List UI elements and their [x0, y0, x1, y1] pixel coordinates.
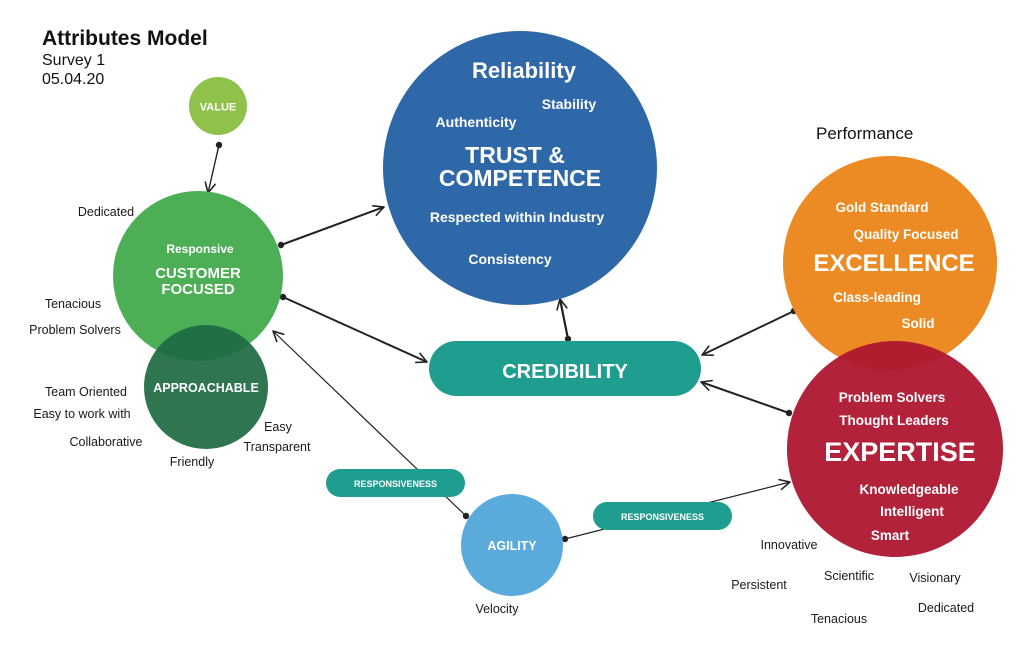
credibility-node: CREDIBILITY — [429, 341, 701, 396]
connector-excellence-to-credibility — [701, 310, 795, 356]
responsiveness-right-bg — [593, 502, 732, 530]
label-persistent: Persistent — [731, 578, 787, 592]
agility-node: AGILITY — [461, 494, 563, 596]
excellence-attr-quality: Quality Focused — [853, 227, 958, 242]
label-team-oriented: Team Oriented — [45, 385, 127, 399]
connector-customer-to-trust — [280, 204, 385, 246]
expertise-attr-smart: Smart — [871, 528, 910, 543]
customer-focused-label-line2: FOCUSED — [161, 281, 235, 298]
approachable-circle — [144, 325, 268, 449]
connector-value-to-customer — [204, 144, 220, 194]
trust-attr-consistency: Consistency — [468, 251, 551, 267]
excellence-attr-classleading: Class-leading — [833, 290, 921, 305]
expertise-node: Problem Solvers Thought Leaders EXPERTIS… — [787, 341, 1003, 557]
connector-customer-to-credibility — [282, 296, 428, 364]
connector-dot — [279, 293, 287, 301]
credibility-pill — [429, 341, 701, 396]
label-easy-to-work: Easy to work with — [33, 407, 130, 421]
trust-competence-label-line1: TRUST & — [465, 142, 565, 168]
customer-focused-circle — [113, 191, 283, 361]
diagram-date: 05.04.20 — [42, 71, 105, 88]
agility-circle — [461, 494, 563, 596]
trust-attr-respected: Respected within Industry — [430, 209, 604, 225]
label-friendly: Friendly — [170, 455, 215, 469]
responsiveness-left-label: RESPONSIVENESS — [354, 479, 437, 489]
label-easy: Easy — [264, 420, 293, 434]
label-tenacious-left: Tenacious — [45, 297, 101, 311]
connector-dot — [215, 141, 223, 149]
label-tenacious-right: Tenacious — [811, 612, 867, 626]
label-dedicated-right: Dedicated — [918, 601, 974, 615]
diagram-survey: Survey 1 — [42, 52, 106, 69]
responsiveness-right-label: RESPONSIVENESS — [621, 512, 704, 522]
connector-dot — [561, 535, 569, 543]
value-node: VALUE — [189, 77, 247, 135]
approachable-label: APPROACHABLE — [153, 381, 259, 395]
trust-attr-stability: Stability — [542, 96, 597, 112]
label-problem-solvers-left: Problem Solvers — [29, 323, 121, 337]
label-velocity: Velocity — [475, 602, 519, 616]
trust-attr-reliability: Reliability — [472, 58, 577, 83]
diagram-title: Attributes Model — [42, 27, 208, 50]
connector-expertise-to-credibility — [700, 379, 790, 414]
responsiveness-pill-left: RESPONSIVENESS — [326, 469, 465, 497]
expertise-attr-intelligent: Intelligent — [880, 504, 944, 519]
customer-focused-label-line1: CUSTOMER — [155, 265, 241, 282]
trust-attr-authenticity: Authenticity — [436, 114, 517, 130]
responsiveness-pill-right: RESPONSIVENESS — [593, 502, 732, 530]
connector-dot — [462, 512, 470, 520]
connector-dot — [785, 409, 793, 417]
excellence-label: EXCELLENCE — [813, 250, 974, 277]
label-transparent: Transparent — [244, 440, 311, 454]
trust-competence-circle — [383, 31, 657, 305]
value-circle — [189, 77, 247, 135]
approachable-node: APPROACHABLE — [144, 325, 268, 449]
label-visionary: Visionary — [909, 571, 961, 585]
expertise-label: EXPERTISE — [824, 437, 976, 467]
value-label: VALUE — [200, 102, 236, 114]
responsiveness-left-bg — [326, 469, 465, 497]
excellence-node: Gold Standard Quality Focused EXCELLENCE… — [783, 156, 997, 370]
credibility-label: CREDIBILITY — [502, 361, 628, 383]
performance-label: Performance — [816, 124, 914, 143]
excellence-attr-solid: Solid — [902, 316, 935, 331]
trust-competence-node: Reliability Stability Authenticity TRUST… — [383, 31, 657, 305]
expertise-attr-thought: Thought Leaders — [839, 413, 949, 428]
connector-credibility-to-trust — [556, 298, 570, 340]
connector-dot — [277, 241, 285, 249]
label-dedicated-left: Dedicated — [78, 205, 134, 219]
expertise-attr-knowledgeable: Knowledgeable — [859, 482, 959, 497]
expertise-attr-problem: Problem Solvers — [839, 390, 946, 405]
excellence-attr-gold: Gold Standard — [835, 200, 928, 215]
connector-dot — [564, 335, 572, 343]
customer-sub-responsive: Responsive — [166, 242, 234, 256]
expertise-circle — [787, 341, 1003, 557]
trust-competence-label-line2: COMPETENCE — [439, 165, 601, 191]
agility-label: AGILITY — [487, 539, 537, 553]
excellence-circle — [783, 156, 997, 370]
label-scientific: Scientific — [824, 569, 874, 583]
diagram-header: Attributes Model Survey 1 05.04.20 — [42, 26, 208, 89]
label-collaborative: Collaborative — [70, 435, 143, 449]
customer-focused-node: Responsive CUSTOMER FOCUSED — [113, 191, 283, 361]
outer-labels: Dedicated Tenacious Problem Solvers Team… — [29, 205, 974, 626]
label-innovative: Innovative — [761, 538, 818, 552]
